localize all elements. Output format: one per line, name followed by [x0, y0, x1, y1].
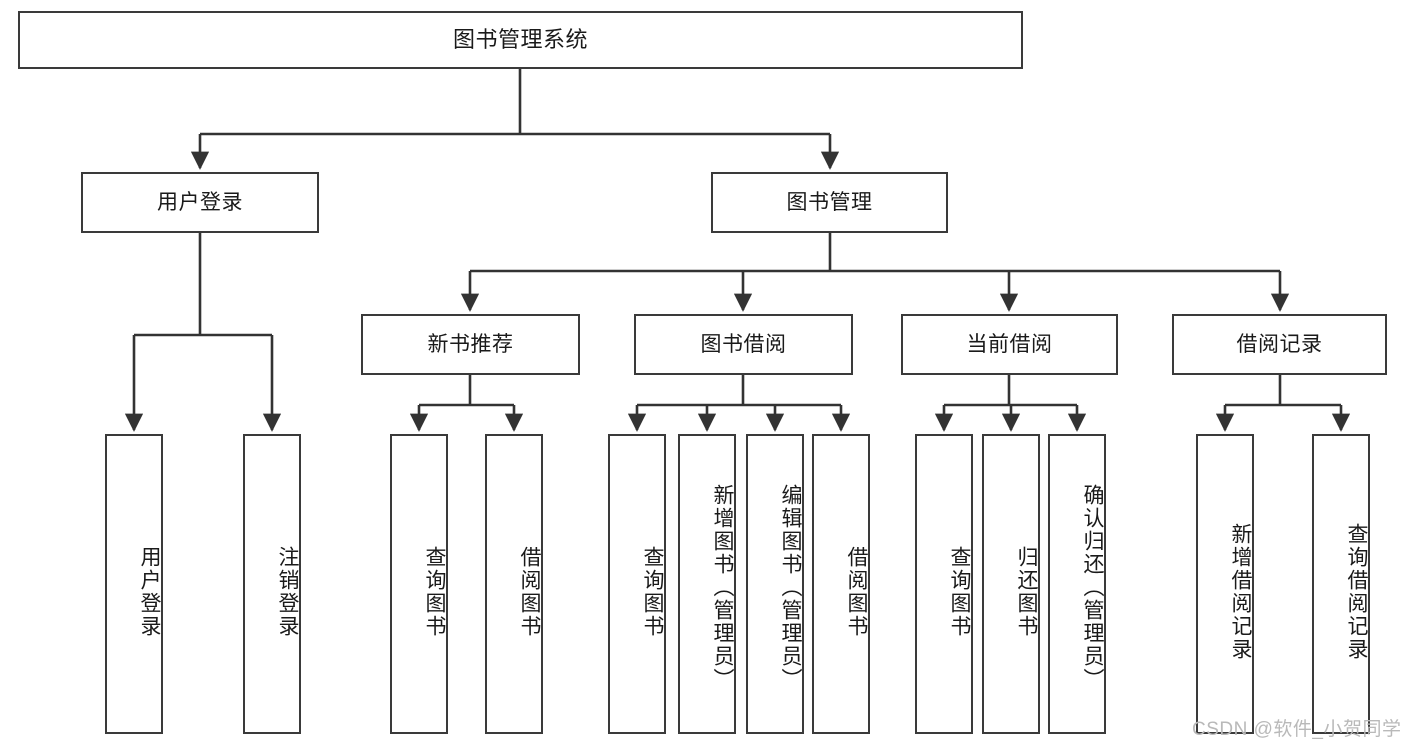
- leaf-confirm-return-admin-label: 确认归还（管理员）: [1081, 483, 1104, 691]
- leaf-query-book-bb-label: 查询图书: [641, 546, 664, 638]
- leaf-confirm-return-admin[interactable]: 确认归还（管理员）: [1048, 434, 1106, 734]
- leaf-add-borrow-record[interactable]: 新增借阅记录: [1196, 434, 1254, 734]
- leaf-add-borrow-record-label: 新增借阅记录: [1229, 523, 1252, 661]
- leaf-user-login[interactable]: 用户登录: [105, 434, 163, 734]
- leaf-query-book-cb[interactable]: 查询图书: [915, 434, 973, 734]
- node-current-borrow-label: 当前借阅: [966, 332, 1053, 356]
- leaf-query-book-bb[interactable]: 查询图书: [608, 434, 666, 734]
- node-new-book-recommend[interactable]: 新书推荐: [361, 314, 580, 375]
- leaf-borrow-book-bb[interactable]: 借阅图书: [812, 434, 870, 734]
- node-borrow-record-label: 借阅记录: [1236, 332, 1323, 356]
- leaf-query-borrow-record[interactable]: 查询借阅记录: [1312, 434, 1370, 734]
- leaf-query-book-nbr-label: 查询图书: [423, 546, 446, 638]
- node-root-system[interactable]: 图书管理系统: [18, 11, 1023, 69]
- watermark-text: CSDN @软件_小贺同学: [1192, 719, 1402, 740]
- node-borrow-record[interactable]: 借阅记录: [1172, 314, 1387, 375]
- leaf-query-book-cb-label: 查询图书: [948, 546, 971, 638]
- leaf-logout-label: 注销登录: [276, 546, 299, 638]
- leaf-borrow-book-nbr[interactable]: 借阅图书: [485, 434, 543, 734]
- leaf-edit-book-admin[interactable]: 编辑图书（管理员）: [746, 434, 804, 734]
- leaf-query-book-nbr[interactable]: 查询图书: [390, 434, 448, 734]
- leaf-add-book-admin-label: 新增图书（管理员）: [711, 483, 734, 691]
- node-book-management[interactable]: 图书管理: [711, 172, 948, 233]
- node-root-label: 图书管理系统: [452, 26, 588, 52]
- leaf-borrow-book-nbr-label: 借阅图书: [518, 546, 541, 638]
- node-book-borrow[interactable]: 图书借阅: [634, 314, 853, 375]
- node-book-borrow-label: 图书借阅: [700, 332, 787, 356]
- node-user-login-label: 用户登录: [157, 190, 243, 214]
- node-book-management-label: 图书管理: [786, 190, 873, 214]
- node-current-borrow[interactable]: 当前借阅: [901, 314, 1118, 375]
- node-user-login[interactable]: 用户登录: [81, 172, 319, 233]
- leaf-return-book-label: 归还图书: [1015, 546, 1038, 638]
- leaf-user-login-label: 用户登录: [138, 546, 161, 638]
- leaf-borrow-book-bb-label: 借阅图书: [845, 546, 868, 638]
- node-new-book-recommend-label: 新书推荐: [427, 332, 514, 356]
- leaf-edit-book-admin-label: 编辑图书（管理员）: [779, 483, 802, 691]
- leaf-logout[interactable]: 注销登录: [243, 434, 301, 734]
- leaf-return-book[interactable]: 归还图书: [982, 434, 1040, 734]
- leaf-add-book-admin[interactable]: 新增图书（管理员）: [678, 434, 736, 734]
- leaf-query-borrow-record-label: 查询借阅记录: [1345, 523, 1368, 661]
